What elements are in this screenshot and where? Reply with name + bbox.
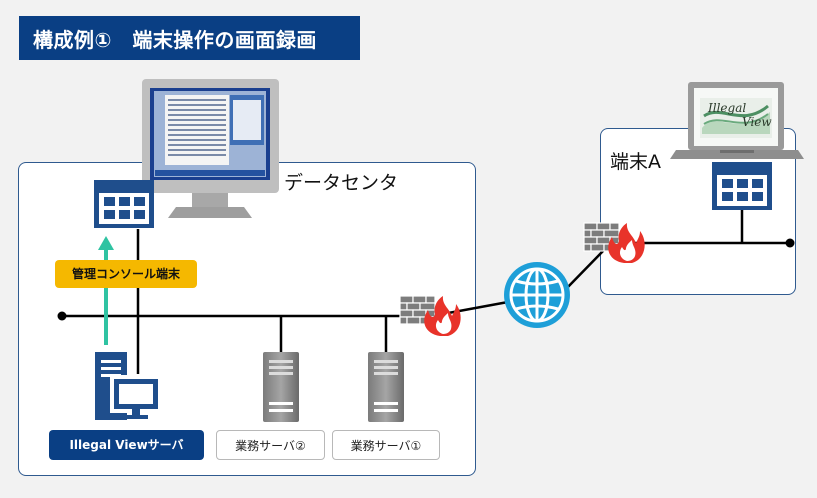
business-server-2-label: 業務サーバ② [216,430,325,460]
pc-with-monitor-icon [95,352,162,420]
monitor-icon [142,79,279,218]
firewall-icon [399,295,462,337]
app-window-icon [712,162,772,210]
app-window-icon [94,180,154,228]
laptop-icon: Illegal View [670,82,804,159]
terminal-a-label: 端末A [610,151,661,173]
illegalview-server-label: Illegal Viewサーバ [49,430,204,460]
datacenter-network-line [57,229,432,374]
server-tower-icon [263,352,299,422]
laptop-screen-word1: Illegal [707,101,746,115]
laptop-screen-word2: View [742,115,772,129]
server-tower-icon [368,352,404,422]
internet-to-terminal-link [564,249,605,291]
globe-icon [504,262,570,328]
terminal-a-network-line [616,208,795,248]
management-console-badge: 管理コンソール端末 [55,260,197,288]
business-server-1-label: 業務サーバ① [332,430,440,460]
firewall-icon [583,222,646,264]
datacenter-label: データセンタ [284,172,399,194]
title-banner: 構成例① 端末操作の画面録画 [19,16,360,60]
upload-arrow-icon [98,236,114,345]
page-title: 構成例① 端末操作の画面録画 [33,28,317,52]
